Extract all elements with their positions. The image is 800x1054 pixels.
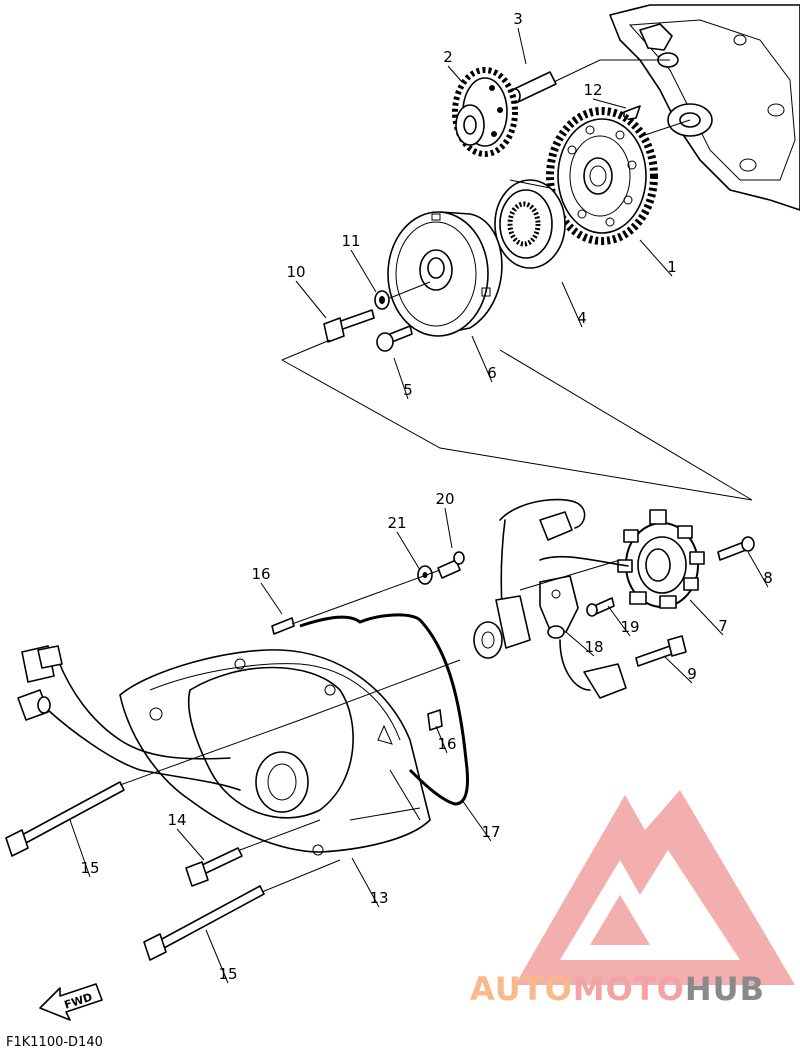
callout-c5: 5: [403, 381, 413, 399]
part-10-rotor-bolt: [323, 309, 375, 343]
callout-leader-c19: [607, 605, 631, 637]
watermark-word-auto: AUTO: [470, 970, 573, 1008]
callout-c9: 9: [687, 665, 697, 683]
callout-leader-c2: [447, 65, 463, 83]
callout-c15b: 15: [218, 965, 237, 983]
callout-leader-c10: [295, 280, 327, 319]
part-6-flywheel-rotor: [387, 211, 503, 337]
callout-c15a: 15: [80, 859, 99, 877]
part-2-idle-gear: [452, 67, 518, 157]
part-19-bolt: [586, 597, 615, 617]
callout-c12: 12: [583, 81, 602, 99]
callout-leader-c6: [471, 335, 493, 383]
part-16-dowel-pin-lower: [427, 709, 443, 731]
watermark-word-hub: HUB: [685, 970, 765, 1008]
callout-c20: 20: [435, 490, 454, 508]
callout-c16a: 16: [251, 565, 270, 583]
callout-leader-c4: [561, 281, 583, 328]
callout-c18: 18: [584, 638, 603, 656]
callout-c7: 7: [718, 617, 728, 635]
callout-c14: 14: [167, 811, 186, 829]
callout-leader-c1: [639, 239, 673, 277]
callout-c10: 10: [286, 263, 305, 281]
callout-leader-c17: [461, 799, 492, 842]
callout-c17: 17: [481, 823, 500, 841]
callout-leader-c16a: [260, 582, 283, 615]
callout-c8: 8: [763, 569, 773, 587]
callout-leader-c20: [444, 507, 453, 549]
watermark-text: AUTOMOTOHUB: [470, 970, 765, 1008]
callout-c2: 2: [443, 48, 453, 66]
figure-code: F1K1100-D140: [6, 1035, 103, 1050]
callout-c16b: 16: [437, 735, 456, 753]
callout-leader-c21: [396, 531, 421, 571]
callout-leader-c8: [747, 551, 769, 588]
part-5-screw: [376, 325, 413, 352]
stator-wiring: [499, 498, 629, 699]
part-1-starter-wheel-gear: [546, 107, 658, 245]
callout-leader-c16b: [435, 725, 448, 754]
callout-leader-c5: [393, 357, 409, 400]
part-17-gasket: [299, 613, 470, 806]
callout-c6: 6: [487, 364, 497, 382]
part-14-bolt: [185, 847, 243, 887]
part-16-dowel-pin-upper: [271, 617, 295, 635]
callout-leader-c15a: [69, 819, 91, 878]
part-11-washer: [374, 290, 390, 310]
part-20-bolt: [437, 551, 465, 579]
callout-leader-c11: [350, 249, 377, 293]
callout-leader-c9: [663, 655, 693, 684]
callout-leader-c14: [176, 828, 205, 861]
part-15-long-bolt-upper: [5, 781, 125, 857]
callout-leader-c15b: [205, 929, 229, 984]
callout-c4: 4: [577, 309, 587, 327]
callout-c1: 1: [667, 258, 677, 276]
wire-grommet: [473, 595, 531, 659]
watermark-word-moto: MOTO: [573, 970, 685, 1008]
callout-leader-c3: [517, 27, 527, 65]
watermark-logo: [515, 790, 795, 985]
callout-c3: 3: [513, 10, 523, 28]
part-9-bolt: [635, 635, 687, 667]
callout-c11: 11: [341, 232, 360, 250]
callout-leader-c13: [351, 857, 380, 908]
part-8-bolt: [717, 536, 755, 561]
part-7-stator-assembly: [617, 509, 705, 609]
fwd-direction-arrow: FWD: [39, 983, 103, 1021]
callout-leader-c12: [592, 98, 627, 109]
part-4-starter-clutch: [494, 179, 566, 269]
callout-leader-c7: [689, 599, 724, 636]
part-15-long-bolt-lower: [143, 885, 265, 961]
part-3-shaft-pin: [509, 71, 557, 104]
callout-c19: 19: [620, 618, 639, 636]
part-18-pickup-coil: [539, 575, 579, 639]
callout-c13: 13: [369, 889, 388, 907]
callout-leader-c18: [565, 631, 595, 657]
callout-c21: 21: [387, 514, 406, 532]
